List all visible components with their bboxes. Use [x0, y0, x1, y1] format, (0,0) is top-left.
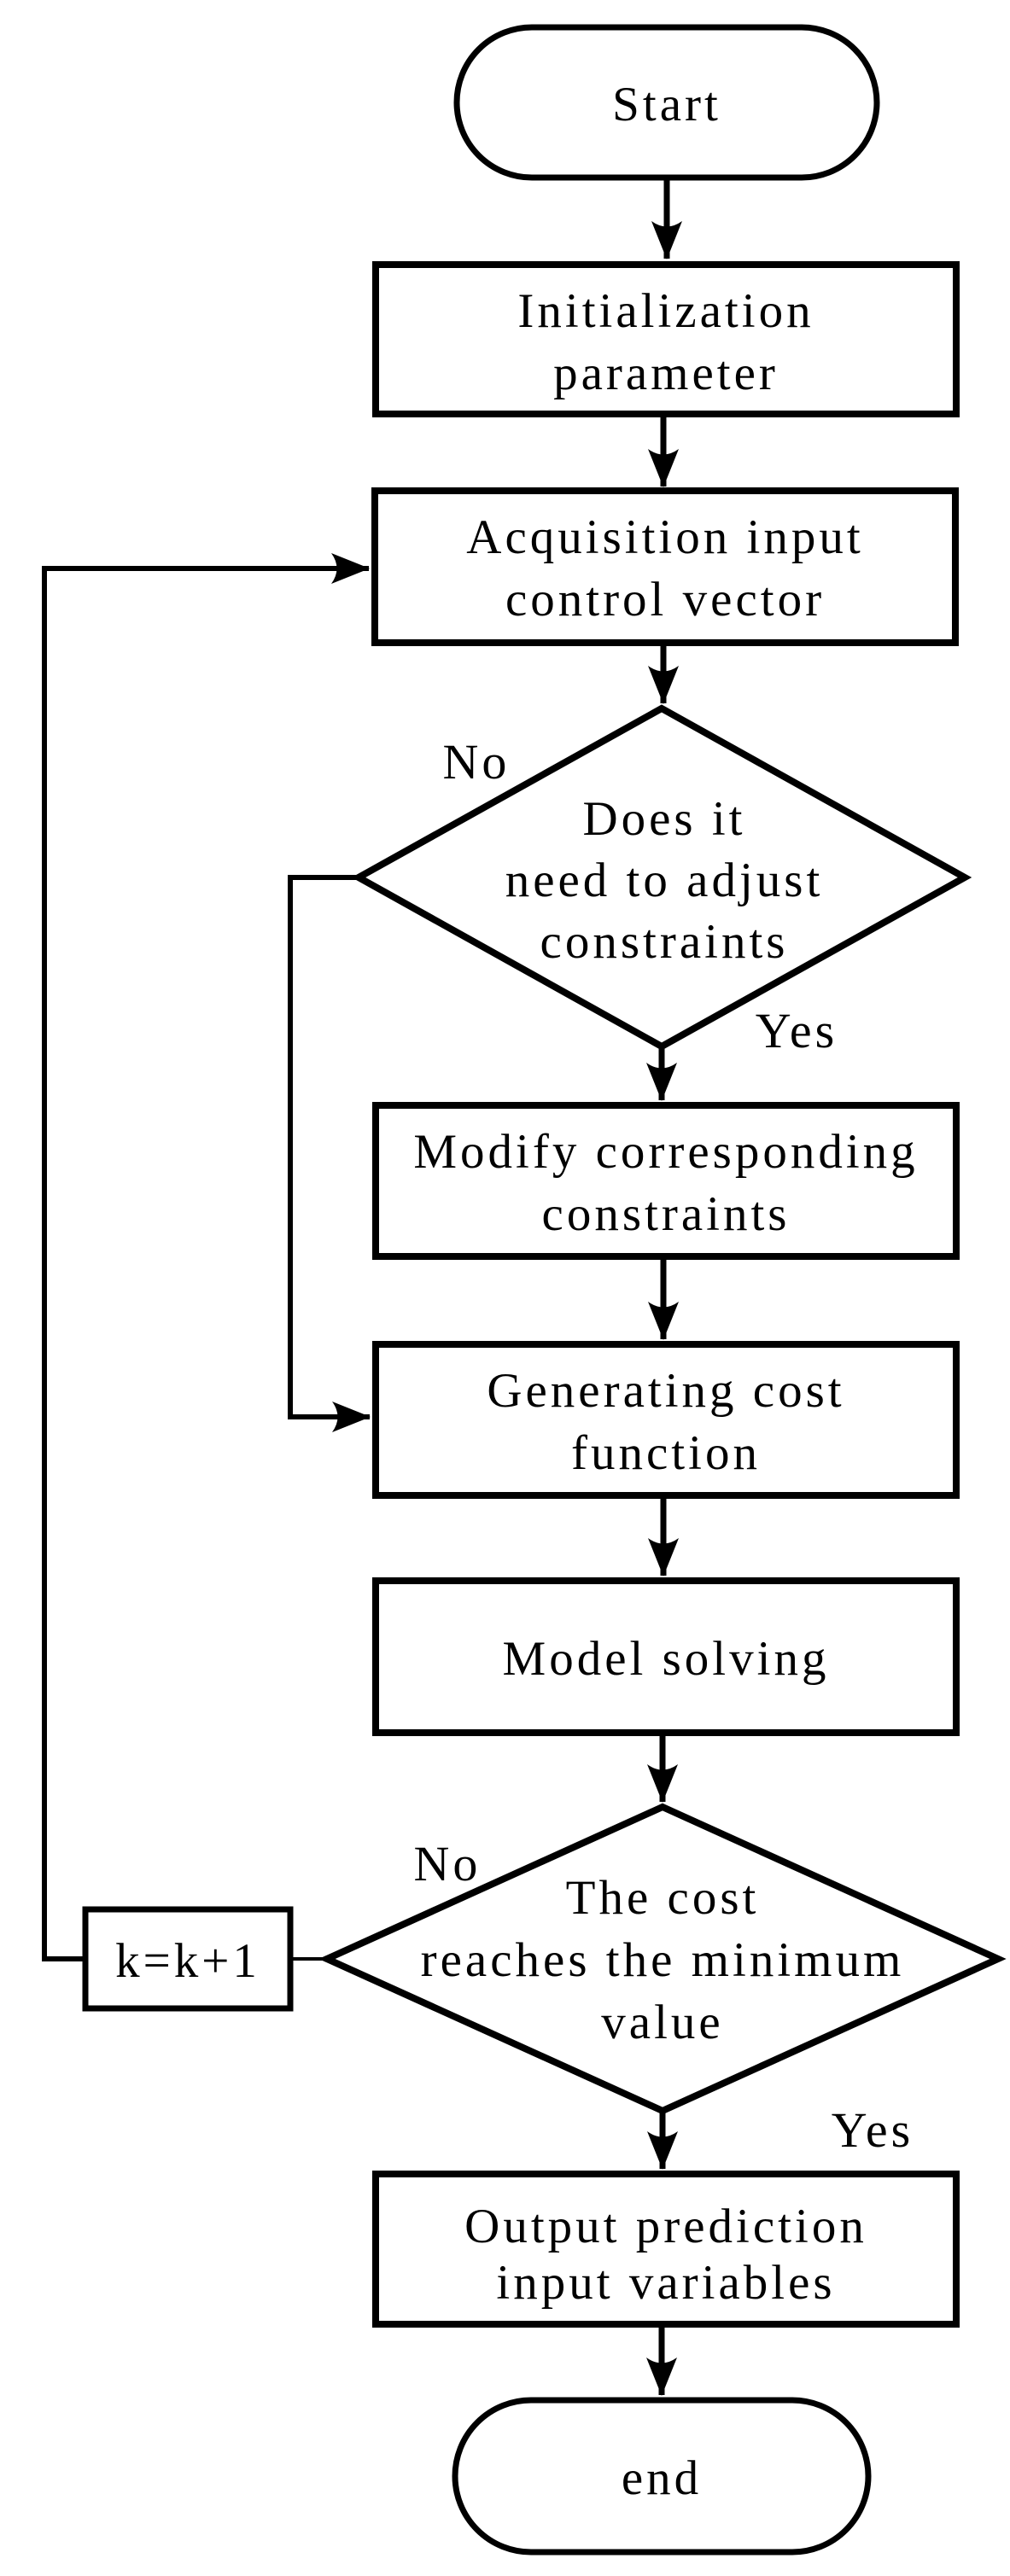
initialization-process-shape	[372, 261, 960, 417]
node-adjust-decision: Does it need to adjust constraints	[351, 704, 972, 1051]
edge-increment-to-acquisition	[42, 553, 370, 1961]
initialization-label-line2: parameter	[553, 347, 779, 400]
acquisition-label-line1: Acquisition input	[466, 510, 863, 564]
start-terminator-shape	[453, 24, 880, 181]
node-end: end	[452, 2397, 872, 2556]
adjust-decision-label-line2: need to adjust	[505, 854, 824, 907]
cost-decision-label-line3: value	[601, 1996, 723, 2049]
cost-decision-label-line2: reaches the minimum	[421, 1933, 905, 1987]
node-generating-cost-function: Generating cost function	[372, 1341, 960, 1499]
node-start: Start	[453, 24, 880, 181]
cost-decision-label-line1: The cost	[566, 1871, 760, 1925]
cost-decision-yes-label: Yes	[832, 2102, 914, 2158]
generate-label-line2: function	[571, 1426, 761, 1480]
node-acquisition-input: Acquisition input control vector	[371, 487, 959, 646]
node-modify-constraints: Modify corresponding constraints	[372, 1102, 960, 1260]
generate-process-shape	[372, 1341, 960, 1499]
output-label-line2: input variables	[496, 2256, 835, 2310]
adjust-decision-diamond-shape	[351, 704, 972, 1051]
acquisition-label-line2: control vector	[505, 573, 825, 627]
edge-adjust-decision-no-to-generate	[288, 875, 371, 1432]
output-label-line1: Output prediction	[464, 2200, 867, 2253]
modify-label-line2: constraints	[542, 1187, 791, 1241]
solve-label: Model solving	[503, 1632, 830, 1686]
cost-decision-diamond-shape	[318, 1803, 1007, 2115]
acquisition-process-shape	[371, 487, 959, 646]
increment-process-shape	[82, 1906, 294, 2012]
output-process-shape	[372, 2171, 960, 2328]
node-output-prediction: Output prediction input variables	[372, 2171, 960, 2328]
end-terminator-shape	[452, 2397, 872, 2556]
end-label: end	[622, 2451, 702, 2505]
initialization-label-line1: Initialization	[517, 284, 814, 338]
cost-decision-no-label: No	[414, 1836, 482, 1891]
node-increment-k: k=k+1	[82, 1906, 294, 2012]
solve-process-shape	[372, 1577, 960, 1736]
adjust-decision-label-line1: Does it	[582, 792, 745, 846]
node-model-solving: Model solving	[372, 1577, 960, 1736]
adjust-decision-yes-label: Yes	[756, 1003, 838, 1058]
generate-label-line1: Generating cost	[487, 1364, 844, 1418]
node-initialization-parameter: Initialization parameter	[372, 261, 960, 417]
modify-process-shape	[372, 1102, 960, 1260]
increment-label: k=k+1	[115, 1934, 260, 1988]
start-label: Start	[612, 78, 721, 131]
adjust-decision-no-label: No	[443, 734, 511, 790]
adjust-decision-label-line3: constraints	[540, 915, 789, 969]
modify-label-line1: Modify corresponding	[413, 1125, 918, 1179]
node-cost-decision: The cost reaches the minimum value	[318, 1803, 1007, 2115]
